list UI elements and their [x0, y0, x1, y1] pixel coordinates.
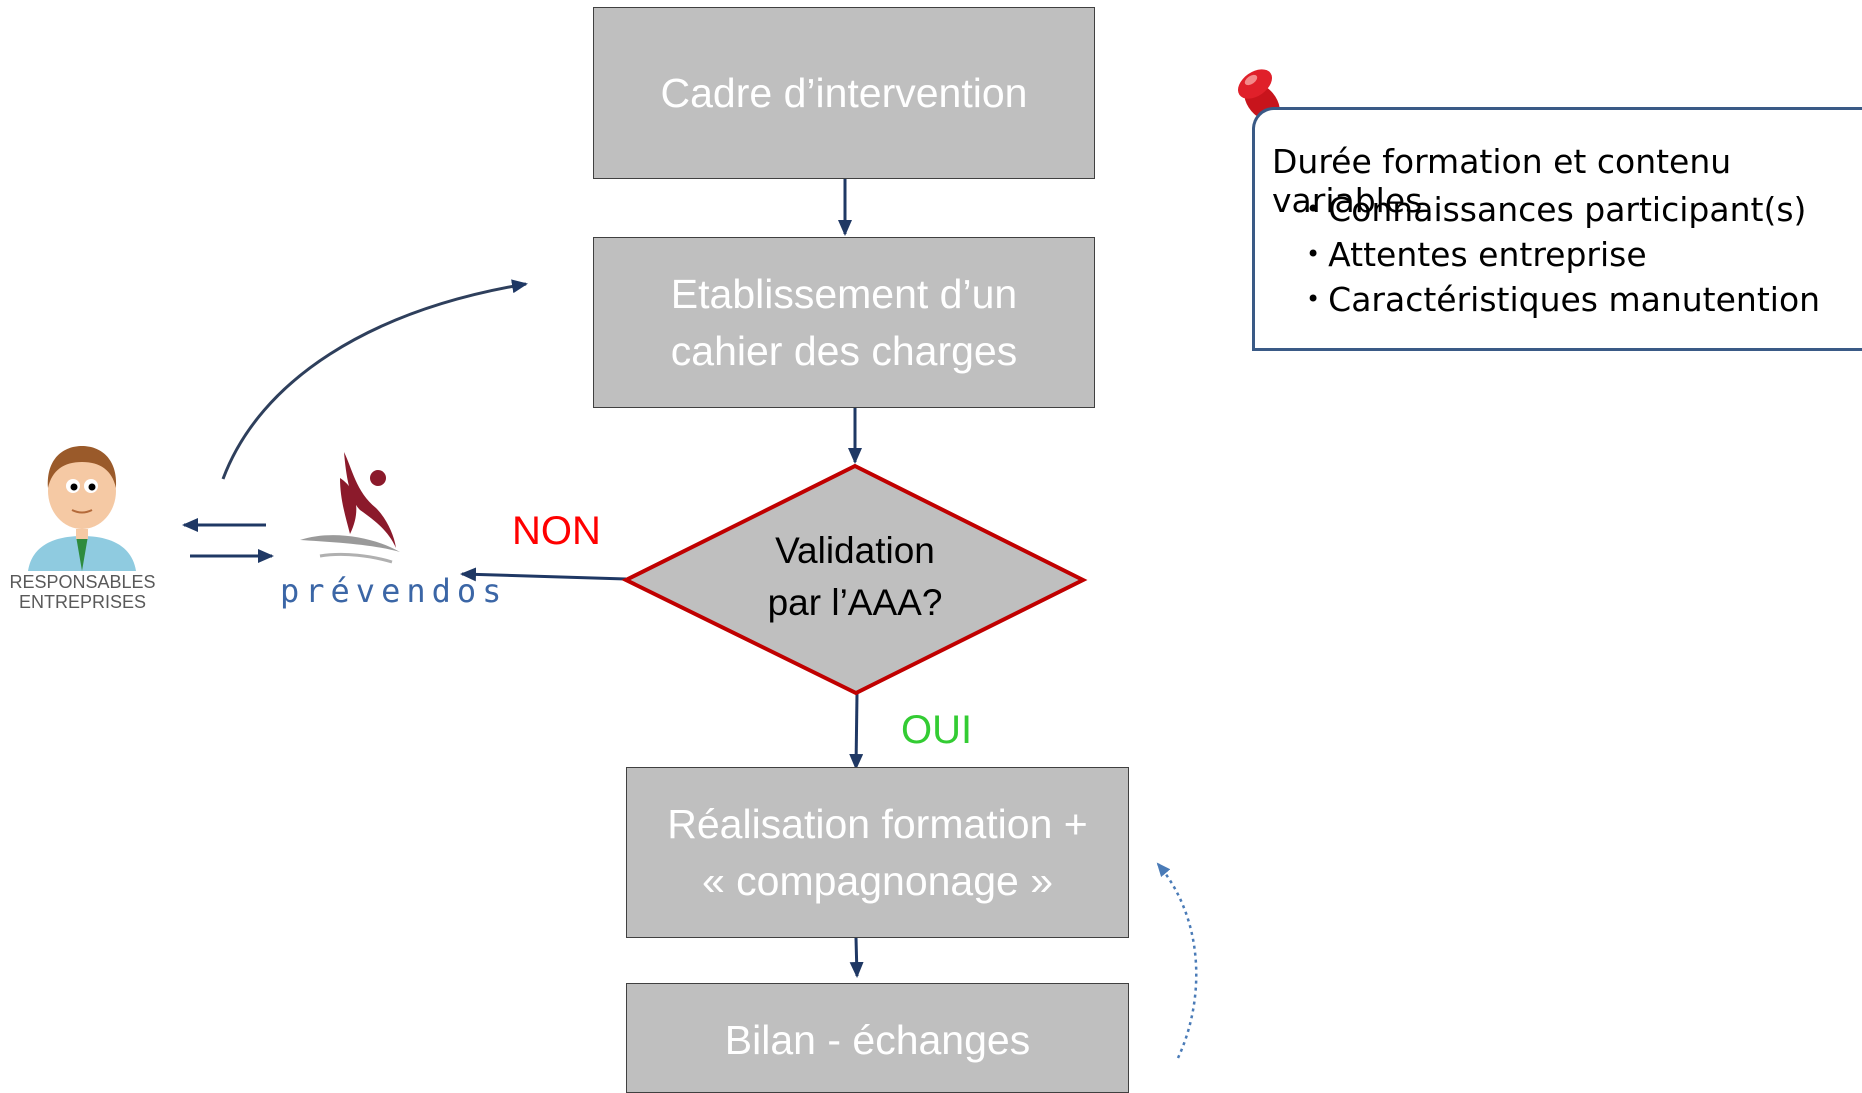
- validation-line1: Validation: [775, 530, 935, 571]
- curved-arrow-to-cahier: [221, 279, 528, 480]
- prevendos-logo-text: prévendos: [280, 572, 508, 610]
- step-realisation: Réalisation formation + « compagnonage »: [626, 767, 1129, 938]
- validation-diamond: [621, 463, 1088, 696]
- step-bilan: Bilan - échanges: [626, 983, 1129, 1093]
- validation-line2: par l’AAA?: [767, 582, 943, 623]
- dotted-feedback-arrow: [1156, 862, 1198, 1059]
- step-bilan-label: Bilan - échanges: [724, 1017, 1031, 1063]
- arrow-validation-to-realisation: [849, 693, 864, 770]
- note-item: Connaissances participant(s): [1306, 187, 1820, 232]
- step-cahier-line1: Etablissement d’un: [670, 270, 1018, 317]
- step-cadre: Cadre d’intervention: [593, 7, 1095, 179]
- responsables-label: RESPONSABLES ENTREPRISES: [0, 572, 165, 612]
- branch-oui-label: OUI: [901, 708, 973, 752]
- step-cahier-line2: cahier des charges: [670, 327, 1018, 374]
- step-cadre-label: Cadre d’intervention: [660, 69, 1028, 116]
- note-item: Caractéristiques manutention: [1306, 277, 1820, 322]
- validation-label: Validation par l’AAA?: [690, 525, 1020, 629]
- note-title: Durée formation et contenu variables: [1272, 142, 1732, 220]
- responsables-line1: RESPONSABLES: [9, 572, 156, 592]
- step-cahier-des-charges: Etablissement d’un cahier des charges: [593, 237, 1095, 408]
- arrow-realisation-to-bilan: [849, 937, 864, 978]
- step-realisation-line1: Réalisation formation +: [667, 800, 1088, 847]
- arrow-non-to-prevendos: [460, 567, 627, 582]
- prevendos-logo: [300, 452, 400, 564]
- note-list: Connaissances participant(s) Attentes en…: [1306, 187, 1820, 322]
- branch-non-label: NON: [512, 509, 601, 553]
- responsables-line2: ENTREPRISES: [18, 592, 147, 612]
- note-item: Attentes entreprise: [1306, 232, 1820, 277]
- businessman-icon: [28, 446, 136, 571]
- step-realisation-line2: « compagnonage »: [701, 857, 1054, 904]
